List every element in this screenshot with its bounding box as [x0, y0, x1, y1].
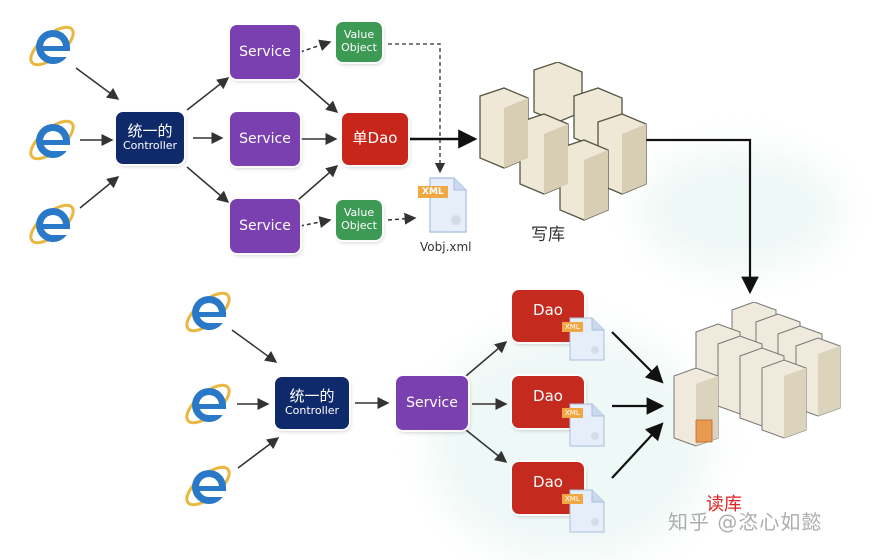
- service-box: Service: [396, 376, 468, 430]
- arrow: [297, 165, 339, 201]
- arrow: [611, 331, 664, 384]
- browser-icon: [180, 376, 236, 432]
- read-database-label: 读库: [706, 494, 742, 515]
- arrow: [465, 429, 508, 463]
- browser-icon: [180, 458, 236, 514]
- arrow: [297, 77, 339, 113]
- value-object-label: Value: [343, 28, 375, 42]
- browser-icon: [24, 18, 80, 74]
- xml-badge: XML: [562, 408, 583, 418]
- xml-badge: XML: [562, 494, 583, 504]
- value-object-box: Value Object: [336, 200, 382, 240]
- xml-file-name: Vobj.xml: [420, 240, 472, 254]
- single-dao-box: 单Dao: [342, 113, 408, 165]
- arrow: [79, 176, 120, 209]
- arrow: [299, 39, 332, 53]
- service-box: Service: [230, 112, 300, 166]
- xml-file-icon: XML: [418, 174, 468, 238]
- arrow: [387, 212, 417, 225]
- arrow: [231, 329, 278, 363]
- browser-icon: [24, 112, 80, 168]
- controller-label-cn: 统一的: [289, 387, 335, 406]
- arrow: [640, 138, 759, 295]
- value-object-label: Object: [341, 41, 377, 54]
- arrow: [186, 166, 230, 203]
- xml-file-icon: XML: [562, 402, 608, 452]
- arrow: [388, 43, 446, 174]
- background-shape: [640, 150, 840, 270]
- controller-box: 统一的 Controller: [275, 377, 349, 429]
- browser-icon: [180, 284, 236, 340]
- arrow: [299, 216, 332, 228]
- write-database-servers: [478, 61, 658, 226]
- watermark: 知乎 @恣心如懿: [668, 510, 823, 534]
- value-object-label: Value: [343, 206, 375, 220]
- xml-badge: XML: [418, 186, 448, 198]
- arrow: [237, 437, 280, 469]
- controller-label-en: Controller: [284, 404, 340, 418]
- xml-file-icon: XML: [562, 488, 608, 538]
- write-database-label: 写库: [531, 225, 565, 245]
- browser-icon: [24, 196, 80, 252]
- xml-badge: XML: [562, 322, 583, 332]
- xml-file-icon: XML: [562, 316, 608, 366]
- read-database-servers: [672, 301, 852, 456]
- arrow: [611, 422, 664, 479]
- value-object-box: Value Object: [336, 22, 382, 62]
- arrow: [75, 67, 120, 100]
- service-box: Service: [230, 25, 300, 79]
- service-box: Service: [230, 199, 300, 253]
- controller-label-en: Controller: [122, 139, 178, 153]
- value-object-label: Object: [341, 219, 377, 232]
- arrow: [186, 77, 230, 111]
- arrow: [465, 341, 508, 377]
- controller-box: 统一的 Controller: [116, 112, 184, 164]
- controller-label-cn: 统一的: [127, 122, 173, 141]
